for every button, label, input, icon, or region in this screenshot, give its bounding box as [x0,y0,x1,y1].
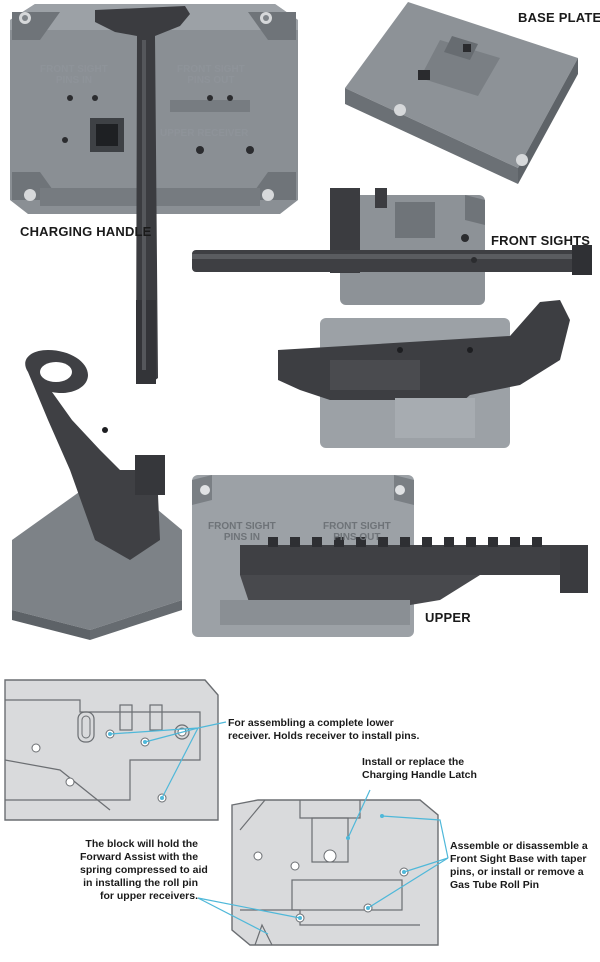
diagram-lower-receiver [4,679,219,821]
callout-lines [109,721,449,935]
callout-forward-assist: The block will hold the Forward Assist w… [80,838,208,902]
lower-receiver-upright [12,350,182,640]
upper-label: UPPER [425,610,471,625]
callout-front-sight-base: Assemble or disassemble a Front Sight Ba… [450,840,588,891]
front-sights-label: FRONT SIGHTS [491,233,591,248]
charging-handle-label: CHARGING HANDLE [20,224,152,239]
engraving-pins-out: FRONT SIGHT PINS OUT [177,64,245,86]
lower-receiver-on-block [278,300,570,448]
upper-engraving-pins-out: FRONT SIGHT PINS OUT [323,521,391,543]
engraving-pins-in: FRONT SIGHT PINS IN [40,64,108,86]
callout-charging-handle-latch: Install or replace the Charging Handle L… [362,756,477,781]
engraving-upper-receiver: UPPER RECEIVER [160,128,249,139]
upper-engraving-pins-in: FRONT SIGHT PINS IN [208,521,276,543]
base-plate-label: BASE PLATE [518,10,600,25]
front-sights-assembly [192,188,592,305]
callout-dots [108,732,406,920]
diagram-upper-receiver [231,799,439,946]
base-plate [345,2,578,184]
callout-lower-receiver: For assembling a complete lower receiver… [228,717,420,742]
charging-handle [95,6,190,384]
upper-receiver-on-block [192,475,588,637]
